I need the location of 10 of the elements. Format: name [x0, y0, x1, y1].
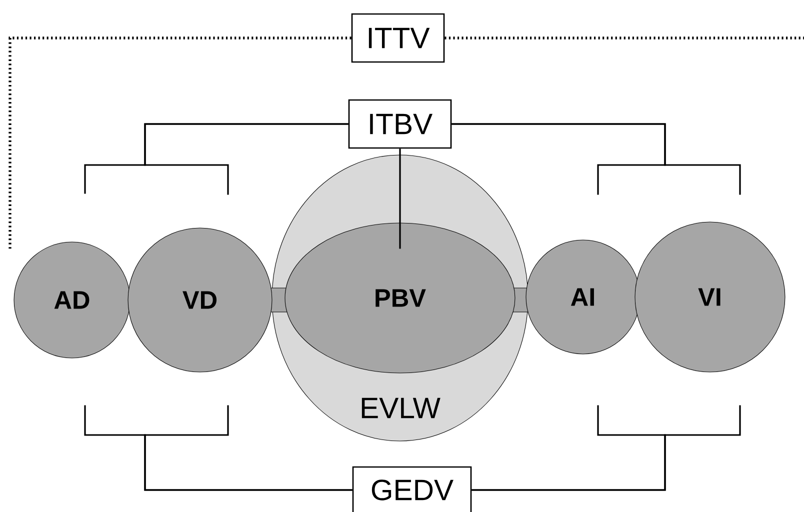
label-box: ITBV: [348, 99, 452, 149]
connector-line: [472, 405, 741, 491]
connector-line: [144, 405, 352, 491]
connector-line: [452, 123, 741, 195]
connector-line: [444, 36, 804, 40]
connector-line: [144, 123, 348, 195]
label-box: GEDV: [352, 466, 472, 512]
connector-line: [8, 36, 352, 250]
connector-line: [399, 148, 401, 249]
label-box: ITTV: [351, 13, 445, 63]
